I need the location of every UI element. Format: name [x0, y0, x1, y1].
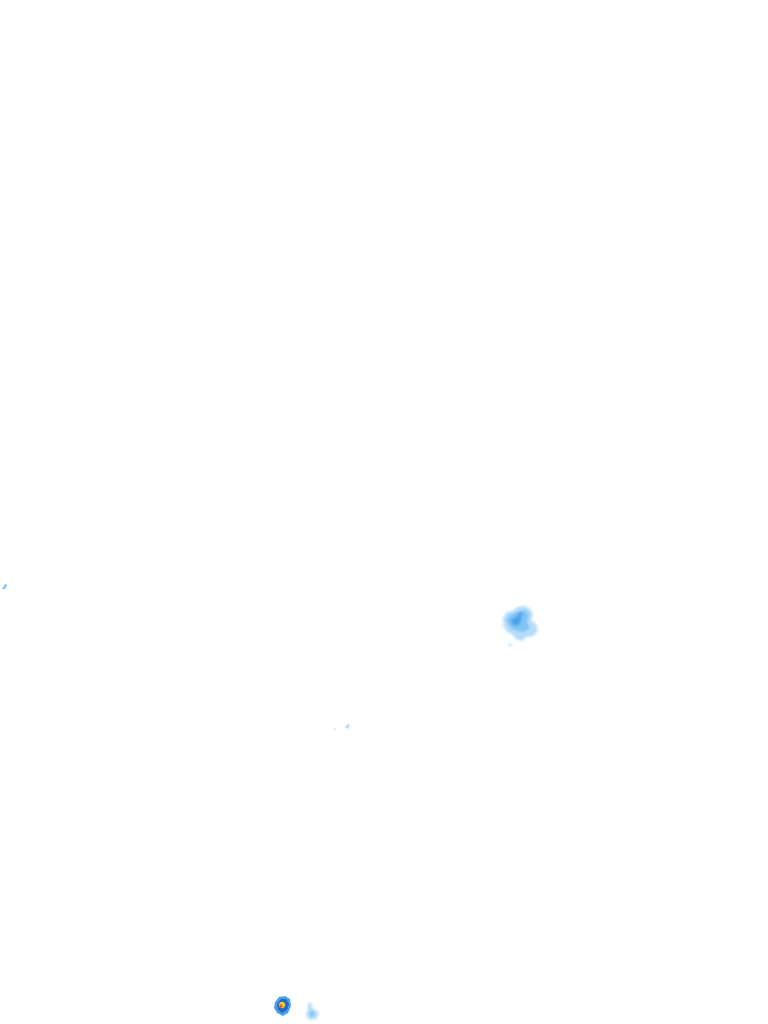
echo-east-cluster: [501, 606, 538, 647]
echo-west-edge: [2, 584, 7, 589]
echo-center-specks: [334, 724, 350, 730]
echo-south-cell: [274, 996, 291, 1016]
echo-south-light: [306, 1002, 319, 1020]
